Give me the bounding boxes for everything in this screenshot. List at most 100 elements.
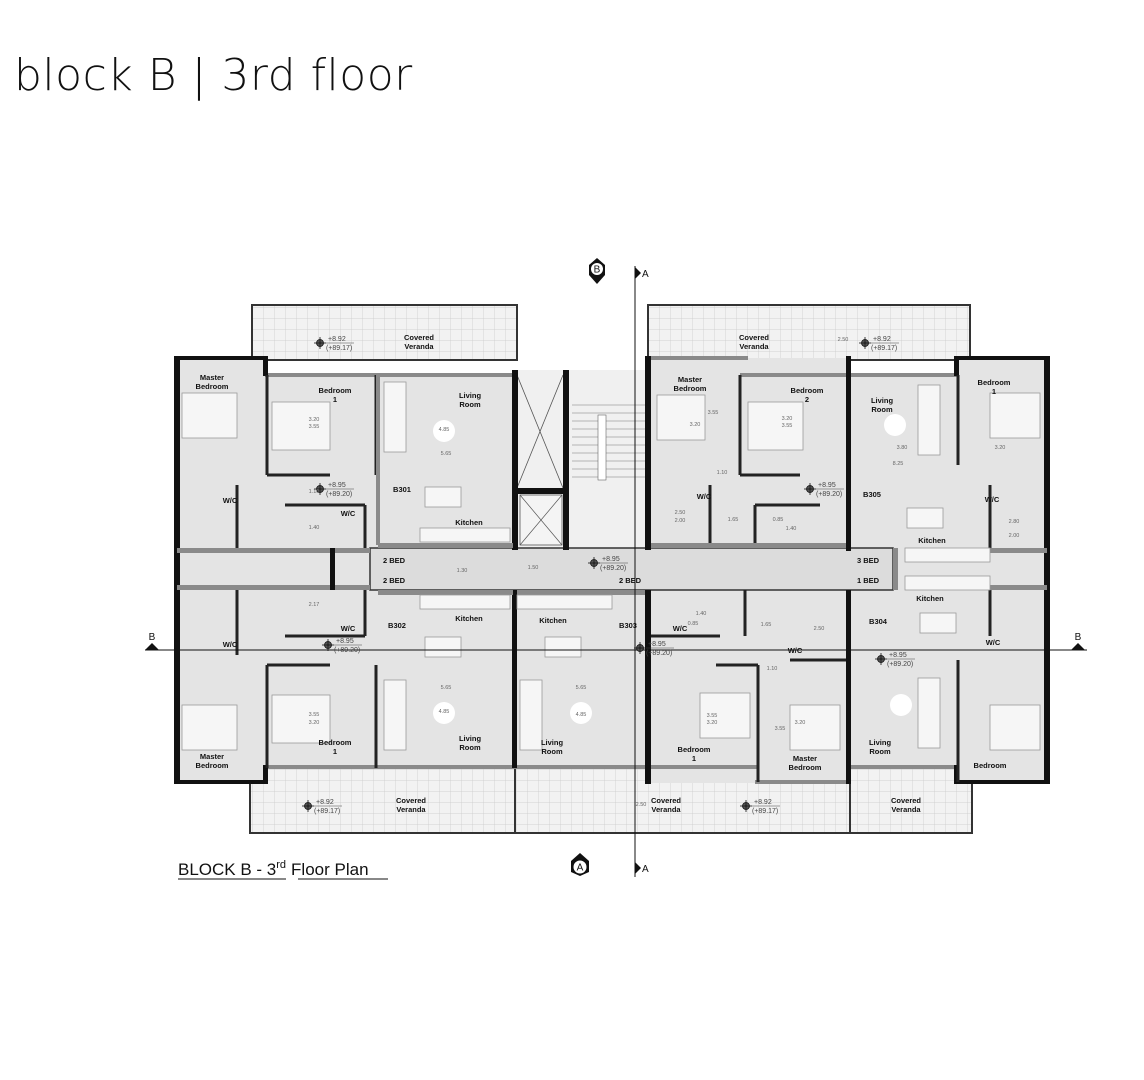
bed-icon bbox=[271, 401, 331, 451]
elevation-value: +8.95 bbox=[648, 641, 666, 648]
elevation-marker: +8.95(+89.20) bbox=[875, 652, 915, 668]
elevation-marker: +8.95 (+89.20) bbox=[314, 482, 354, 498]
elevation-absolute: (+89.20) bbox=[334, 647, 360, 654]
dining-table-icon bbox=[906, 507, 944, 529]
bed-icon bbox=[989, 392, 1041, 439]
unit-type: 3 BED bbox=[857, 556, 880, 565]
dimension: 8.25 bbox=[893, 461, 904, 467]
elevation-value: +8.95 bbox=[336, 638, 354, 645]
bed-icon bbox=[656, 394, 706, 441]
sofa-icon bbox=[383, 679, 407, 751]
bed-icon bbox=[181, 704, 238, 751]
dimension: 1.10 bbox=[309, 489, 320, 495]
room-label-kitchen: Kitchen bbox=[455, 518, 483, 527]
veranda-top-right bbox=[647, 304, 971, 361]
room-label-wc: W/C bbox=[985, 495, 1000, 504]
rug-icon bbox=[570, 702, 592, 724]
section-marker-top: B A bbox=[589, 258, 649, 284]
dimension: 3.20 bbox=[795, 720, 806, 726]
elevation-value: +8.92 bbox=[316, 799, 334, 806]
sofa-icon bbox=[519, 679, 543, 751]
page-title: block B | 3rd floor bbox=[14, 50, 413, 101]
elevation-marker: +8.92(+89.17) bbox=[314, 336, 354, 352]
room-label-kitchen: Kitchen bbox=[916, 594, 944, 603]
elevation-value: +8.95 bbox=[818, 482, 836, 489]
elevation-value: +8.95 bbox=[328, 482, 346, 489]
dimension: 1.30 bbox=[457, 568, 468, 574]
elevation-marker: +8.92 (+89.17) bbox=[302, 799, 342, 815]
elevation-absolute: (+89.20) bbox=[326, 491, 352, 498]
room-label-kitchen: Kitchen bbox=[455, 614, 483, 623]
unit-code: B305 bbox=[863, 490, 881, 499]
dimension: 3.20 bbox=[995, 445, 1006, 451]
room-label-wc: W/C bbox=[223, 496, 238, 505]
dimension: 3.20 bbox=[782, 416, 793, 422]
dimension: 4.85 bbox=[439, 427, 450, 433]
room-label-wc: W/C bbox=[788, 646, 803, 655]
dining-table-icon bbox=[424, 636, 462, 658]
dimension: 1.40 bbox=[309, 525, 320, 531]
elevation-markers: +8.92(+89.17)+8.92(+89.17)+8.92(+89.17)+… bbox=[302, 336, 915, 815]
unit-code: B304 bbox=[869, 617, 888, 626]
bed-icon bbox=[989, 704, 1041, 751]
furniture bbox=[181, 381, 1041, 751]
elevation-marker: +8.95(+89.20) bbox=[588, 556, 628, 572]
dimension: 1.50 bbox=[528, 565, 539, 571]
veranda-bottom-left bbox=[249, 767, 516, 834]
bed-icon bbox=[181, 392, 238, 439]
section-marker-label: A bbox=[577, 863, 584, 874]
room-label-wc: W/C bbox=[986, 638, 1001, 647]
elevation-absolute: (+89.17) bbox=[871, 345, 897, 352]
rug-icon bbox=[890, 694, 912, 716]
kitchen-counter-icon bbox=[419, 594, 511, 610]
dimensions: 3.20 3.55 4.85 5.65 1.10 1.40 1.30 1.50 … bbox=[309, 337, 1020, 808]
dimension: 0.85 bbox=[773, 517, 784, 523]
arrow-up-icon bbox=[145, 643, 159, 650]
unit-type: 2 BED bbox=[383, 556, 406, 565]
dimension: 4.85 bbox=[439, 709, 450, 715]
dimension: 2.50 bbox=[838, 337, 849, 343]
dimension: 3.80 bbox=[897, 445, 908, 451]
veranda-bottom-right bbox=[849, 767, 973, 834]
elevation-value: +8.95 bbox=[889, 652, 907, 659]
dimension: 2.50 bbox=[814, 626, 825, 632]
elevation-marker: +8.95 (+89.20) bbox=[322, 638, 362, 654]
elevation-absolute: (+89.20) bbox=[646, 650, 672, 657]
unit-labels: B301 B302 B303 B304 B305 2 BED 2 BED 2 B… bbox=[383, 485, 888, 630]
room-label-wc: W/C bbox=[223, 640, 238, 649]
bed-icon bbox=[271, 694, 331, 744]
dimension: 1.40 bbox=[696, 611, 707, 617]
bed-icon bbox=[789, 704, 841, 751]
caption-rest: Floor Plan bbox=[291, 860, 368, 879]
arrow-up-icon bbox=[1071, 643, 1085, 650]
unit-code: B301 bbox=[393, 485, 411, 494]
stair-and-lift bbox=[516, 374, 645, 546]
elevation-absolute: (+89.17) bbox=[314, 808, 340, 815]
room-label-bedroom: Bedroom bbox=[974, 761, 1007, 770]
verandas bbox=[249, 304, 973, 834]
dining-table-icon bbox=[919, 612, 957, 634]
kitchen-counter-icon bbox=[419, 527, 511, 543]
sofa-icon bbox=[917, 677, 941, 749]
unit-code: B302 bbox=[388, 621, 406, 630]
dimension: 1.10 bbox=[767, 666, 778, 672]
dining-table-icon bbox=[424, 486, 462, 508]
elevation-marker: +8.92(+89.17) bbox=[740, 799, 780, 815]
dimension: 3.20 bbox=[690, 422, 701, 428]
elevation-absolute: (+89.20) bbox=[816, 491, 842, 498]
corridor bbox=[369, 547, 894, 591]
dimension: 5.65 bbox=[576, 685, 587, 691]
